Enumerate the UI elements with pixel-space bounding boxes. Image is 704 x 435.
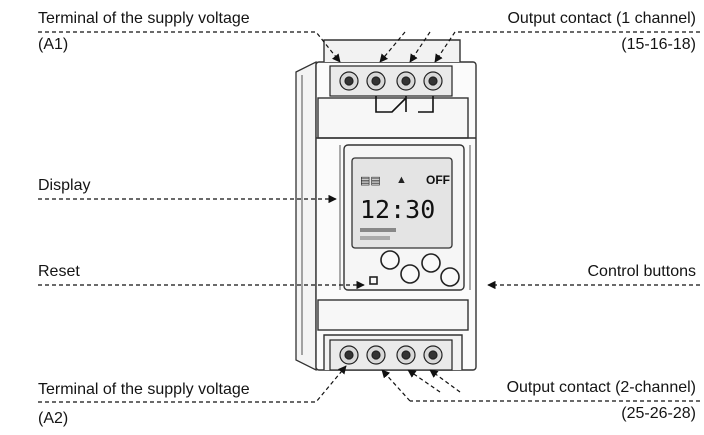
label-output-contact-1: Output contact (1 channel): [507, 10, 696, 27]
display-status: OFF: [426, 173, 450, 187]
top-terminals: [329, 65, 453, 113]
label-a2: (A2): [38, 410, 69, 427]
control-button: [440, 267, 460, 287]
control-button: [400, 264, 420, 284]
din-rail-clip: [295, 60, 317, 372]
label-25-26-28: (25-26-28): [621, 405, 696, 422]
svg-text:▲: ▲: [396, 174, 407, 186]
label-supply-terminal-a2: Terminal of the supply voltage: [38, 381, 250, 398]
control-button: [380, 250, 400, 270]
control-buttons: [369, 250, 460, 287]
lcd-display: ▤▤ ▲ OFF 12:30: [351, 157, 453, 249]
label-output-contact-2: Output contact (2-channel): [506, 379, 696, 396]
label-reset: Reset: [38, 263, 80, 280]
label-display: Display: [38, 177, 91, 194]
reset-button: [369, 276, 378, 285]
label-control-buttons: Control buttons: [587, 263, 696, 280]
leader-lines: [38, 31, 700, 403]
label-a1: (A1): [38, 36, 69, 53]
bottom-terminals: [329, 339, 453, 371]
control-button: [421, 253, 441, 273]
label-supply-terminal-a1: Terminal of the supply voltage: [38, 10, 250, 27]
display-time: 12:30: [360, 195, 435, 224]
label-15-16-18: (15-16-18): [621, 36, 696, 53]
svg-text:▤▤: ▤▤: [360, 175, 381, 187]
